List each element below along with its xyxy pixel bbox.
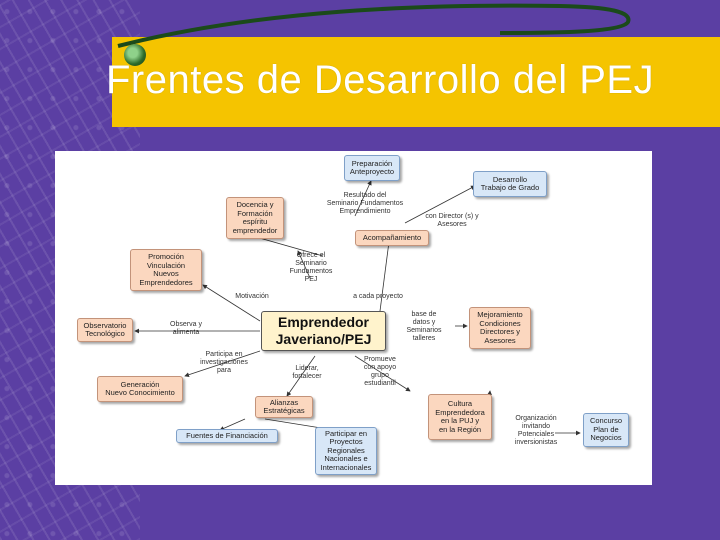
node-fuentes-financiacion: Fuentes de Financiación	[176, 429, 278, 443]
node-mejoramiento-condiciones: Mejoramiento Condiciones Directores y As…	[469, 307, 531, 349]
node-participar-proyectos: Participar en Proyectos Regionales Nacio…	[315, 427, 377, 475]
node-cultura-emprendedora: Cultura Emprendedora en la PUJ y en la R…	[428, 394, 492, 440]
node-generacion-conocimiento: Generación Nuevo Conocimiento	[97, 376, 183, 402]
concept-map: Preparación Anteproyecto Desarrollo Trab…	[55, 151, 652, 485]
label-ofrece-seminario: Ofrece el Seminario Fundamentos PEJ	[289, 252, 333, 283]
slide-title: Frentes de Desarrollo del PEJ	[106, 58, 655, 102]
node-alianzas-estrategicas: Alianzas Estratégicas	[255, 396, 313, 418]
label-resultado-seminario: Resultado del Seminario Fundamentos Empr…	[326, 192, 404, 215]
swoosh-decoration	[117, 3, 631, 48]
label-organizacion-inversionistas: Organización invitando Potenciales inver…	[514, 415, 558, 446]
label-promueve: Promueve con apoyo grupo estudiantil	[363, 356, 397, 387]
node-preparacion-anteproyecto: Preparación Anteproyecto	[344, 155, 400, 181]
label-base-datos: base de datos y Seminarios talleres	[406, 311, 442, 342]
node-promocion-vinculacion: Promoción Vinculación Nuevos Emprendedor…	[130, 249, 202, 291]
node-docencia-formacion: Docencia y Formación espíritu emprendedo…	[226, 197, 284, 239]
node-emprendedor-javeriano: Emprendedor Javeriano/PEJ	[261, 311, 386, 351]
label-liderar-fortalecer: Liderar, fortalecer	[292, 365, 322, 380]
label-participa-investigaciones: Participa en investigaciones para	[200, 351, 248, 374]
label-observa-alimenta: Observa y alimenta	[170, 321, 202, 336]
node-desarrollo-trabajo-grado: Desarrollo Trabajo de Grado	[473, 171, 547, 197]
globe-bullet-icon	[124, 44, 146, 66]
node-acompanamiento: Acompañamiento	[355, 230, 429, 246]
label-a-cada-proyecto: a cada proyecto	[353, 293, 403, 300]
node-observatorio-tecnologico: Observatorio Tecnológico	[77, 318, 133, 342]
label-con-director: con Director (s) y Asesores	[425, 213, 479, 228]
node-concurso-plan-negocios: Concurso Plan de Negocios	[583, 413, 629, 447]
label-motivacion: Motivación	[235, 293, 269, 300]
title-bar	[112, 37, 720, 127]
